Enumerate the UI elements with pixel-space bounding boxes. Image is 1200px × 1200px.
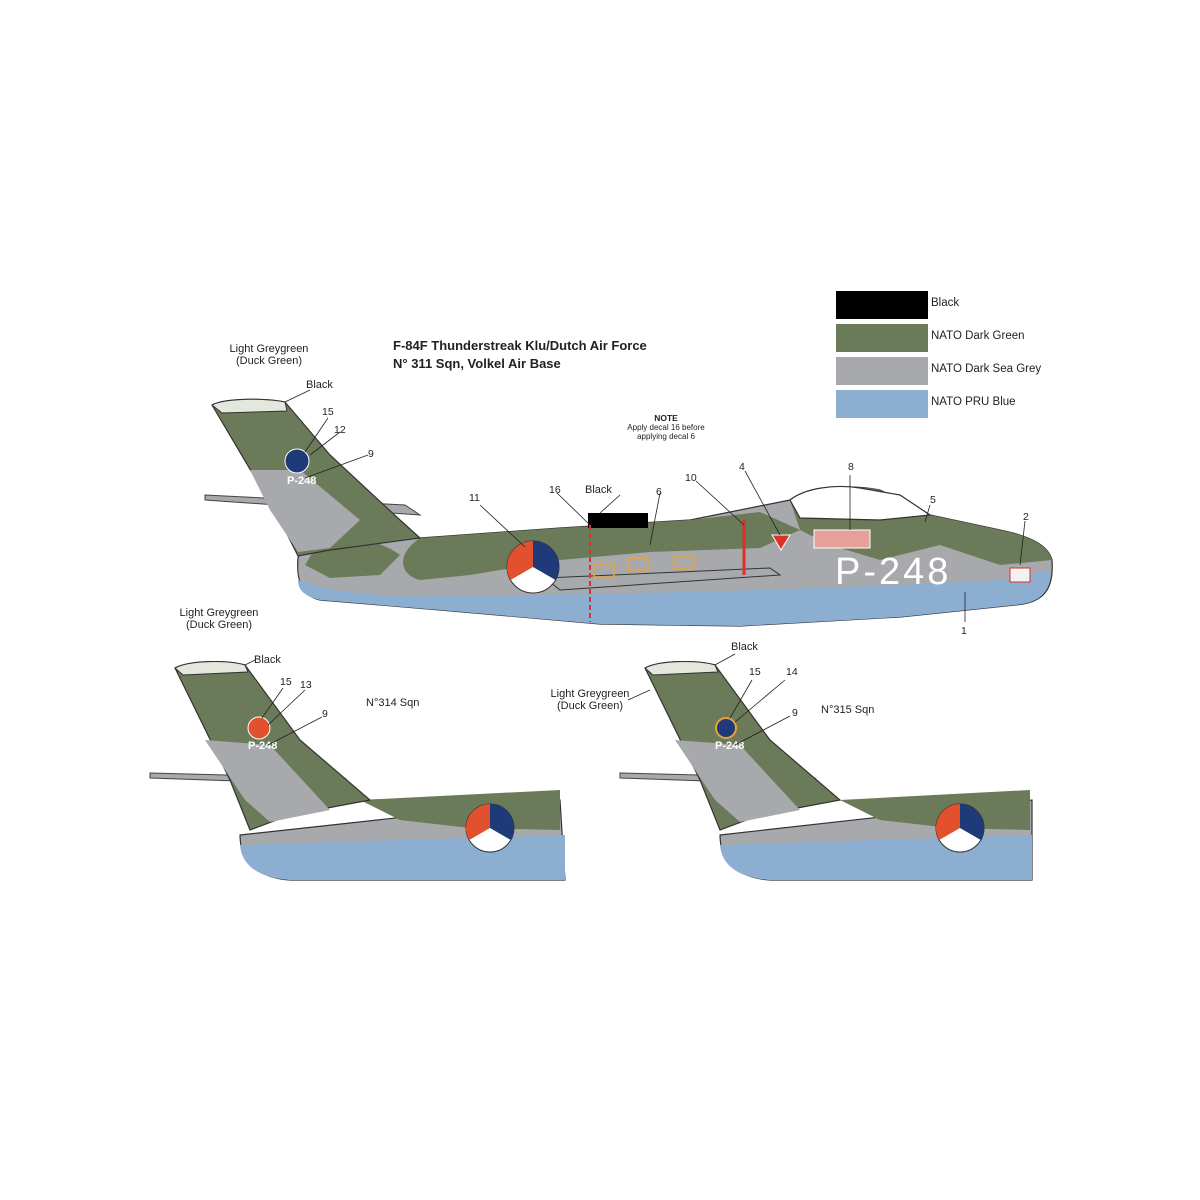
main-canopy: [789, 485, 932, 521]
callout-10-main: 10: [685, 472, 697, 484]
p315-tail-color-label-line2: (Duck Green): [556, 700, 624, 712]
callout-15-p315: 15: [749, 666, 761, 678]
legend-swatch-black: [836, 291, 928, 319]
decal-note: NOTE Apply decal 16 before applying deca…: [606, 413, 726, 442]
main-panel-outline-2: [627, 557, 649, 571]
p315-tail-grey: [675, 740, 800, 822]
title-line-1: F-84F Thunderstreak Klu/Dutch Air Force: [393, 338, 647, 353]
p314-tail-emblem: [247, 716, 271, 740]
main-rescue-marking: [813, 529, 871, 549]
main-black-panel: [588, 513, 648, 528]
callout-2-main: 2: [1023, 511, 1029, 523]
p315-tail-tip: [644, 661, 719, 676]
callout-9-p315: 9: [792, 707, 798, 719]
callout-16-main: 16: [549, 484, 561, 496]
legend-label-dark-green: NATO Dark Green: [931, 330, 1025, 342]
callout-9-p314: 9: [322, 708, 328, 720]
main-belly-blue: [298, 570, 1051, 626]
p315-tail-tip-label: Black: [731, 641, 758, 653]
p314-tail-grey: [205, 740, 330, 822]
main-tail-tip: [211, 398, 288, 414]
main-camo-green-1: [403, 512, 800, 580]
p314-roundel: [465, 803, 515, 853]
main-tail-emblem: [284, 448, 310, 474]
p314-tail-color-label-line2: (Duck Green): [185, 619, 253, 631]
legend-swatch-pru-blue: [836, 390, 928, 418]
main-tail-serial: P-248: [287, 475, 316, 487]
p314-tail-tip: [174, 661, 249, 676]
legend-label-pru-blue: NATO PRU Blue: [931, 396, 1016, 408]
callout-5-main: 5: [930, 494, 936, 506]
callout-12-main: 12: [334, 424, 346, 436]
callout-13-p314: 13: [300, 679, 312, 691]
main-wing: [543, 567, 782, 591]
callout-4-main: 4: [739, 461, 745, 473]
callout-14-p315: 14: [786, 666, 798, 678]
callout-15-p314: 15: [280, 676, 292, 688]
callout-1-main: 1: [961, 625, 967, 637]
main-tail-color-label: Light Greygreen (Duck Green): [214, 343, 324, 367]
legend-item-dark-sea-grey: NATO Dark Sea Grey: [836, 355, 1076, 387]
legend-item-black: Black: [836, 289, 1076, 321]
main-aircraft-profile: P-248 P-248: [204, 389, 1053, 627]
legend-item-pru-blue: NATO PRU Blue: [836, 388, 1076, 420]
profile-315-aircraft: P-248: [619, 653, 1033, 881]
main-tail-color-label-line2: (Duck Green): [235, 355, 303, 367]
p315-tail-emblem: [715, 717, 737, 739]
note-line-1: Apply decal 16 before: [627, 423, 705, 432]
main-panel-outline-1: [593, 564, 615, 578]
note-line-2: applying decal 6: [637, 432, 695, 441]
callout-11-main: 11: [469, 492, 480, 504]
legend-swatch-dark-green: [836, 324, 928, 352]
note-title: NOTE: [654, 413, 678, 423]
callout-9-main: 9: [368, 448, 374, 460]
p315-squadron-label: N°315 Sqn: [821, 704, 875, 716]
callout-8-main: 8: [848, 461, 854, 473]
main-tail-grey-patch: [250, 470, 360, 552]
legend-swatch-dark-sea-grey: [836, 357, 928, 385]
main-tail-tip-label: Black: [306, 379, 333, 391]
p315-tail-color-label: Light Greygreen (Duck Green): [535, 688, 645, 712]
main-panel-black-label: Black: [585, 484, 612, 496]
main-red-triangle: [771, 534, 791, 551]
p314-callout-lines: [244, 659, 323, 746]
p315-roundel: [935, 803, 985, 853]
main-fuselage-serial: P-248: [835, 551, 951, 593]
p314-tail-serial: P-248: [248, 740, 277, 752]
legend-item-dark-green: NATO Dark Green: [836, 322, 1076, 354]
p314-tail-tip-label: Black: [254, 654, 281, 666]
main-roundel: [506, 540, 560, 594]
main-panel-outline-3: [673, 555, 695, 569]
callout-15-main: 15: [322, 406, 334, 418]
color-legend: Black NATO Dark Green NATO Dark Sea Grey…: [836, 289, 1076, 421]
callout-6-main: 6: [656, 486, 662, 498]
main-intake-marking: [1009, 567, 1031, 583]
main-callout-lines: [284, 389, 1026, 622]
p315-tail-serial: P-248: [715, 740, 744, 752]
legend-label-dark-sea-grey: NATO Dark Sea Grey: [931, 363, 1042, 375]
p315-callout-lines: [627, 653, 791, 746]
legend-label-black: Black: [931, 297, 960, 309]
p315-tail-color-label-line1: Light Greygreen: [550, 688, 630, 700]
profile-314-aircraft: P-248: [149, 659, 566, 881]
main-tail-color-label-line1: Light Greygreen: [229, 343, 309, 355]
diagram-title: F-84F Thunderstreak Klu/Dutch Air Force …: [393, 337, 647, 373]
p314-tail-color-label-line1: Light Greygreen: [179, 607, 259, 619]
p314-squadron-label: N°314 Sqn: [366, 697, 420, 709]
title-line-2: N° 311 Sqn, Volkel Air Base: [393, 356, 561, 371]
p314-tail-color-label: Light Greygreen (Duck Green): [164, 607, 274, 631]
